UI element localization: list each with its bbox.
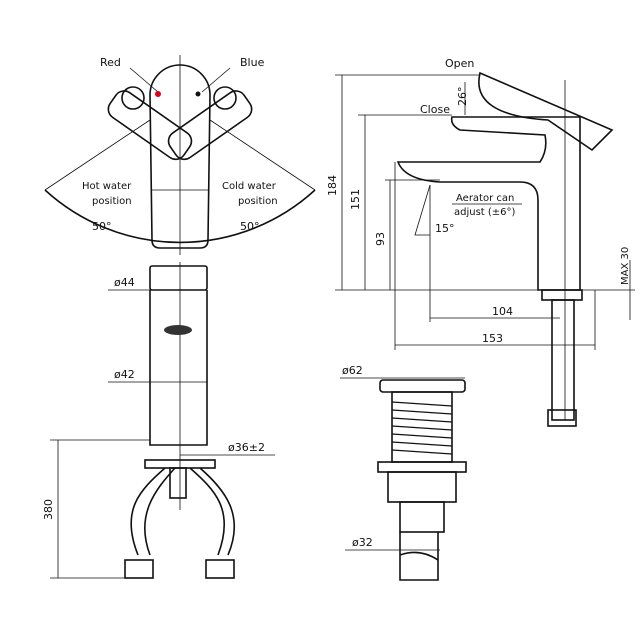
- height-184-label: 184: [326, 175, 339, 196]
- hot-angle-label: 50°: [92, 220, 112, 233]
- diameter-36-label: ø36±2: [228, 441, 265, 454]
- popup-drain: ø62 ø32: [340, 364, 467, 581]
- top-view: Red Blue Hot water position Cold water p…: [44, 55, 316, 255]
- handle-body-top: [149, 64, 211, 249]
- faucet-body-side: [396, 116, 581, 291]
- side-view: Open Close 26° 184 151 93 15° Aerator ca…: [326, 57, 635, 427]
- spout-angle-marker: [414, 184, 431, 236]
- height-380-label: 380: [42, 499, 55, 520]
- cold-angle-label: 50°: [240, 220, 260, 233]
- cold-water-label: Cold water: [222, 181, 277, 192]
- drain-tail: [399, 501, 445, 533]
- height-151-label: 151: [349, 189, 362, 210]
- thread-lines: [391, 401, 453, 455]
- aerator-note-line1: Aerator can: [456, 193, 514, 204]
- lever-angle-label: 26°: [456, 87, 469, 107]
- hot-water-label: Hot water: [82, 181, 132, 192]
- drain-diameter-32-label: ø32: [352, 536, 373, 549]
- tailpipe-connector: [547, 409, 577, 427]
- spout-angle-label: 15°: [435, 222, 455, 235]
- diameter-44-label: ø44: [114, 276, 135, 289]
- drain-pipe: [399, 532, 439, 581]
- reach-104-label: 104: [492, 305, 513, 318]
- handle-front: [149, 265, 208, 291]
- diameter-42-label: ø42: [114, 368, 135, 381]
- hose-connector-right: [205, 559, 235, 579]
- red-indicator-dot: [155, 91, 161, 97]
- hose-connector-left: [124, 559, 154, 579]
- tailpipe: [551, 299, 575, 421]
- aerator-note-line2: adjust (±6°): [454, 207, 516, 218]
- aerator-outlet: [164, 325, 192, 335]
- lever-cold-position: [167, 90, 253, 161]
- body-front: [149, 290, 208, 446]
- red-label: Red: [100, 56, 121, 69]
- lever-open-position: [478, 71, 614, 152]
- drain-cap: [379, 379, 466, 393]
- close-label: Close: [420, 103, 450, 116]
- blue-indicator-dot: [195, 91, 201, 97]
- cold-limit-line: [209, 119, 316, 191]
- depth-153-label: 153: [482, 332, 503, 345]
- height-93-label: 93: [374, 232, 387, 246]
- hot-water-label-2: position: [92, 196, 132, 207]
- max-thickness-label: MAX 30: [620, 247, 631, 285]
- cold-hose: [189, 467, 236, 556]
- hot-limit-line: [44, 119, 151, 191]
- rotation-arc: [44, 189, 316, 244]
- threaded-stud: [169, 467, 187, 499]
- drain-nut: [377, 461, 467, 473]
- open-label: Open: [445, 57, 474, 70]
- drain-diameter-62-label: ø62: [342, 364, 363, 377]
- lever-hot-position: [107, 90, 193, 161]
- front-view: ø44 ø42 ø36±2 380: [42, 262, 275, 579]
- blue-label: Blue: [240, 56, 265, 69]
- hot-hose: [130, 467, 176, 556]
- cold-water-label-2: position: [238, 196, 278, 207]
